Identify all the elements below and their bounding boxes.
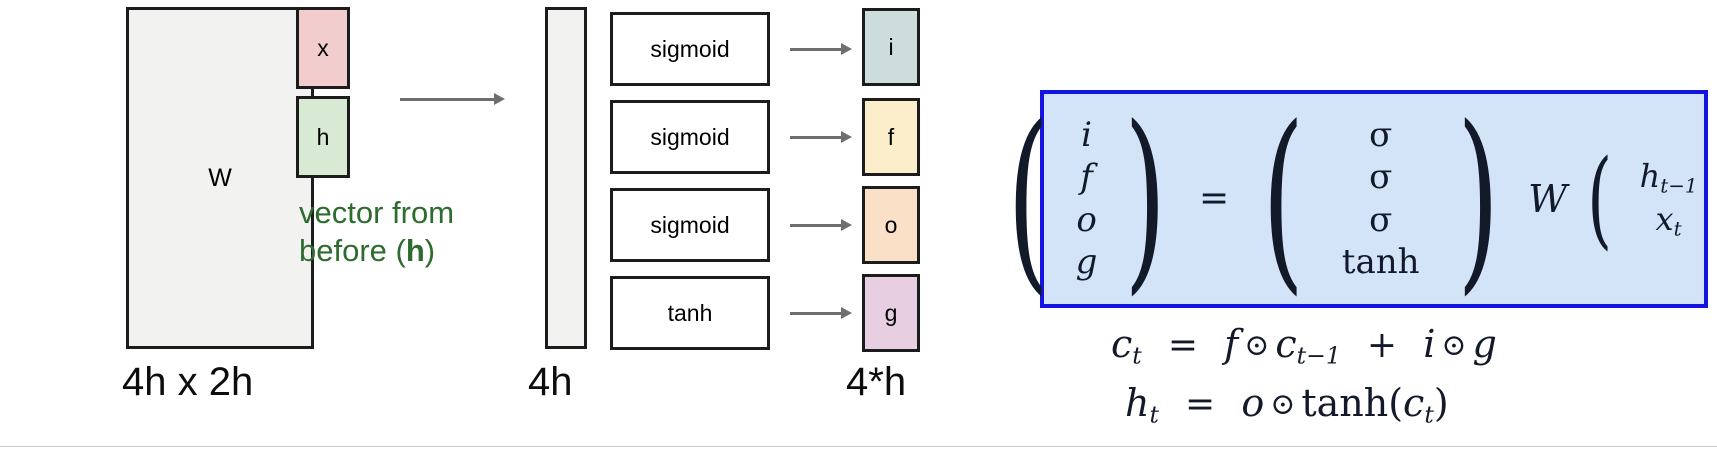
arrow-head [841,43,852,55]
note-line-1: vector from [299,195,455,230]
bottom-divider [0,446,1717,447]
arrow-head [841,307,852,319]
left-paren-icon: ( [1262,84,1305,313]
activation-3: tanh [1341,242,1420,283]
gate-output-label-f: f [887,123,895,150]
input-vector-x-label: x [317,34,329,61]
gate-output-arrow-0 [790,43,852,55]
note-line-2-suffix: ) [424,233,436,269]
gate-output-label-o: o [884,211,898,238]
input-vector-x-box: x [296,7,350,89]
cell-state-lhs: c [1111,322,1133,366]
input-vector-h-box: h [296,96,350,178]
gate-function-box-1: sigmoid [610,100,770,174]
lhs-gate-2: o [1076,199,1097,240]
hidden-state-term-o: o [1241,381,1265,425]
gate-output-box-o: o [862,186,920,264]
note-line-2: before (h) [299,232,454,270]
gate-function-label-1: sigmoid [650,123,730,150]
gate-output-arrow-2 [790,219,852,231]
cell-state-term-f: f [1224,322,1239,366]
gate-function-label-0: sigmoid [650,35,730,62]
arrow-shaft [400,98,495,101]
cell-state-term-c: c [1275,322,1297,366]
arrow-head [841,219,852,231]
hidden-state-equals: = [1185,384,1216,425]
note-line-2-prefix: before ( [299,233,406,269]
cell-state-equals: = [1167,325,1199,366]
equals-sign: = [1199,178,1230,220]
gate-output-arrow-3 [790,307,852,319]
vector-from-before-note: vector from before (h) [299,194,454,271]
weight-matrix-dim-label: 4h x 2h [122,360,254,404]
gate-function-box-0: sigmoid [610,12,770,86]
cell-state-term-g: g [1472,322,1497,366]
rhs-vector-bottom: xt [1655,199,1682,241]
lstm-equation-panel: ( i f o g ) = ( σ σ σ tanh ) [1007,90,1708,308]
gate-output-label-g: g [884,299,898,326]
arrow-shaft [790,224,842,227]
arrow-shaft [790,136,842,139]
plus-sign: + [1366,325,1398,366]
odot-icon: ⊙ [1441,328,1467,363]
input-vector-h-label: h [316,123,330,150]
activation-vector: ( σ σ σ tanh ) [1245,84,1516,313]
tanh-open: tanh( [1301,381,1404,425]
weight-matrix-label: W [208,163,232,192]
weight-symbol: W [1528,176,1568,221]
outputs-dim-label: 4*h [846,360,907,404]
gate-output-box-g: g [862,274,920,352]
activation-0: σ [1369,114,1393,155]
preactivation-column [545,7,587,349]
odot-icon: ⊙ [1270,387,1296,422]
lhs-gate-3: g [1075,242,1098,283]
gate-output-box-f: f [862,98,920,176]
cell-state-formula: ct = f⊙ct−1 + i⊙g [1111,322,1497,370]
lstm-gate-equation: ( i f o g ) = ( σ σ σ tanh ) [990,84,1717,313]
gate-output-box-i: i [862,8,920,86]
preactivation-dim-label: 4h [528,360,573,404]
hidden-state-arg: c [1403,381,1425,425]
note-line-2-bold: h [405,233,425,269]
right-paren-icon: ) [1456,84,1499,313]
lhs-gate-0: i [1081,114,1092,155]
lhs-gate-1: f [1080,157,1093,198]
arrow-head [494,93,505,105]
arrow-shaft [790,312,842,315]
gate-function-label-2: sigmoid [650,211,730,238]
hidden-state-lhs: h [1125,381,1150,425]
matmul-arrow [400,93,505,105]
tanh-close: ) [1433,381,1449,425]
gate-output-arrow-1 [790,131,852,143]
rhs-vector-top: ht−1 [1639,156,1698,198]
arrow-head [841,131,852,143]
hidden-state-formula: ht = o⊙tanh(ct) [1125,381,1449,429]
odot-icon: ⊙ [1244,328,1270,363]
cell-state-term-i: i [1423,322,1436,366]
gate-output-label-i: i [888,33,894,60]
lhs-gate-vector: ( i f o g ) [990,84,1183,313]
activation-1: σ [1369,157,1393,198]
arrow-shaft [790,48,842,51]
gate-function-box-2: sigmoid [610,188,770,262]
left-paren-icon: ( [1587,137,1613,261]
right-paren-icon: ) [1123,84,1166,313]
activation-2: σ [1369,199,1393,240]
gate-function-box-3: tanh [610,276,770,350]
weight-matrix-box: W [126,7,314,349]
left-paren-icon: ( [1007,84,1050,313]
rhs-input-vector: ( ht−1 xt ) [1579,137,1717,261]
gate-function-label-3: tanh [667,299,713,326]
